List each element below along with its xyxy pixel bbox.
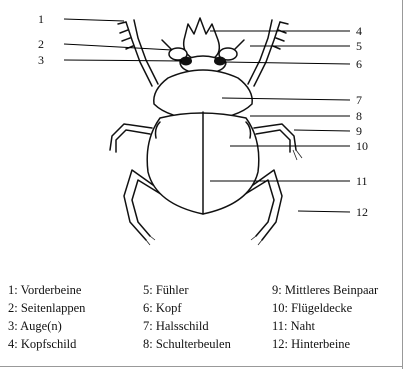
callout-1: 1 [38, 12, 44, 26]
callout-6: 6 [356, 57, 362, 71]
leader-3 [64, 60, 182, 61]
leader-9 [294, 130, 350, 131]
legend-item: 5: Fühler [143, 281, 231, 299]
legend-item: 7: Halsschild [143, 317, 231, 335]
legend-item: 1: Vorderbeine [8, 281, 85, 299]
callout-7: 7 [356, 93, 362, 107]
leader-1 [64, 19, 124, 21]
legend-item: 12: Hinterbeine [272, 335, 378, 353]
leader-6 [224, 62, 350, 64]
callout-2: 2 [38, 37, 44, 51]
legend-column-3: 9: Mittleres Beinpaar 10: Flügeldecke 11… [272, 281, 378, 353]
legend-item: 4: Kopfschild [8, 335, 85, 353]
legend: 1: Vorderbeine 2: Seitenlappen 3: Auge(n… [0, 270, 405, 360]
frame-border-right [402, 0, 403, 369]
legend-item: 11: Naht [272, 317, 378, 335]
callout-8: 8 [356, 109, 362, 123]
legend-item: 10: Flügeldecke [272, 299, 378, 317]
legend-column-2: 5: Fühler 6: Kopf 7: Halsschild 8: Schul… [143, 281, 231, 353]
legend-item: 2: Seitenlappen [8, 299, 85, 317]
callout-12: 12 [356, 205, 368, 219]
callout-3: 3 [38, 53, 44, 67]
legend-item: 9: Mittleres Beinpaar [272, 281, 378, 299]
callout-11: 11 [356, 174, 368, 188]
callout-9: 9 [356, 124, 362, 138]
frame-border-bottom [0, 366, 403, 367]
callout-10: 10 [356, 139, 368, 153]
legend-item: 6: Kopf [143, 299, 231, 317]
leader-12 [298, 211, 350, 212]
eye-right [214, 57, 226, 66]
callout-4: 4 [356, 24, 362, 38]
legend-column-1: 1: Vorderbeine 2: Seitenlappen 3: Auge(n… [8, 281, 85, 353]
legend-item: 8: Schulterbeulen [143, 335, 231, 353]
callout-5: 5 [356, 39, 362, 53]
beetle-illustration [110, 18, 302, 245]
leader-2 [64, 44, 172, 50]
head-shield [184, 18, 220, 58]
legend-item: 3: Auge(n) [8, 317, 85, 335]
